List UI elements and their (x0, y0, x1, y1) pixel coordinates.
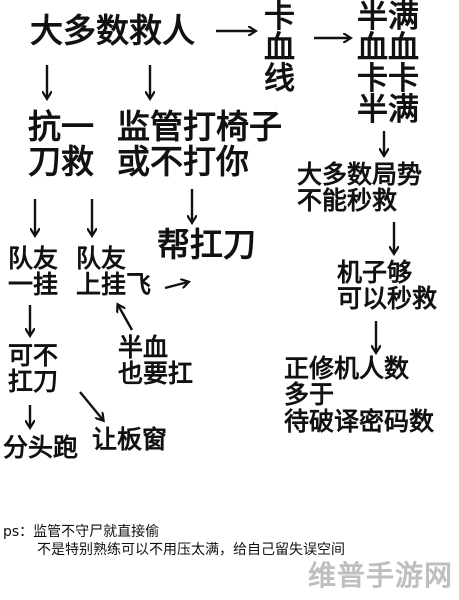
ps-note: ps：监管不守尸就直接偷 不是特别熟练可以不用压太满，给自己留失误空间 (3, 523, 345, 559)
node-hunter-chair: 监管打椅子 或不打你 (117, 107, 282, 181)
node-teammate-up-hang-fly-1: 队友 (76, 244, 127, 273)
ps-note-line-1: ps：监管不守尸就直接偷 (3, 524, 160, 540)
node-half-full-card-3: 卡卡 (357, 61, 419, 97)
node-teammate-one-hang: 队友 一挂 (8, 244, 59, 300)
node-teammate-one-hang-1: 队友 (8, 244, 59, 273)
arrow-cannot-to-board (79, 391, 103, 420)
node-machine-enough-2: 可以秒救 (337, 284, 438, 314)
node-hunter-chair-1: 监管打椅子 (117, 107, 282, 146)
node-tank-knife-rescue-1: 抗一 (28, 107, 94, 146)
node-half-full-card-2: 血血 (357, 30, 419, 66)
node-teammate-up-hang-fly-2: 上挂飞 (76, 270, 152, 300)
watermark-logo: 维普手游网 (307, 559, 453, 592)
node-tank-knife-rescue-2: 刀救 (28, 141, 94, 181)
node-most-rescue: 大多数救人 (30, 11, 195, 50)
node-half-blood-tank: 半血 也要扛 (118, 333, 194, 389)
node-machine-enough: 机子够 可以秒救 (337, 258, 438, 314)
node-most-no-instant-1: 大多数局势 (297, 160, 423, 189)
node-most-no-instant: 大多数局势 不能秒救 (297, 160, 423, 216)
node-repair-more-2: 多于 (284, 380, 335, 410)
node-repair-more-3: 待破译密码数 (284, 406, 435, 436)
node-repair-more: 正修机人数 多于 待破译密码数 (284, 354, 435, 436)
node-help-tank-knife: 帮扛刀 (157, 225, 256, 264)
node-card-blood-line-2: 血 (264, 30, 295, 66)
node-card-blood-line-3: 线 (264, 61, 295, 97)
node-card-blood-line: 卡 血 线 (264, 2, 295, 95)
node-hunter-chair-2: 或不打你 (117, 141, 249, 181)
node-most-no-instant-2: 不能秒救 (297, 186, 398, 216)
node-half-blood-tank-1: 半血 (118, 333, 169, 362)
node-teammate-one-hang-2: 一挂 (8, 270, 59, 300)
node-give-board-window: 让板窗 (92, 425, 168, 454)
node-split-run: 分头跑 (3, 433, 79, 462)
node-machine-enough-1: 机子够 (337, 258, 413, 287)
arrow-halfblood-to-uphang (118, 305, 134, 331)
node-cannot-tank-2: 扛刀 (8, 367, 59, 397)
node-repair-more-1: 正修机人数 (284, 354, 410, 383)
node-tank-knife-rescue: 抗一 刀救 (28, 107, 94, 181)
node-cannot-tank-1: 可不 (8, 341, 59, 370)
node-half-blood-tank-2: 也要扛 (118, 359, 194, 389)
arrow-fly-right (164, 282, 188, 290)
node-card-blood-line-1: 卡 (264, 0, 295, 35)
node-half-full-card: 半满 血血 卡卡 半满 (357, 2, 419, 126)
node-cannot-tank: 可不 扛刀 (8, 341, 59, 397)
node-half-full-card-1: 半满 (357, 0, 419, 35)
node-teammate-up-hang-fly: 队友 上挂飞 (76, 244, 152, 300)
node-half-full-card-4: 半满 (357, 92, 419, 128)
ps-note-line-2: 不是特别熟练可以不用压太满，给自己留失误空间 (37, 542, 345, 559)
